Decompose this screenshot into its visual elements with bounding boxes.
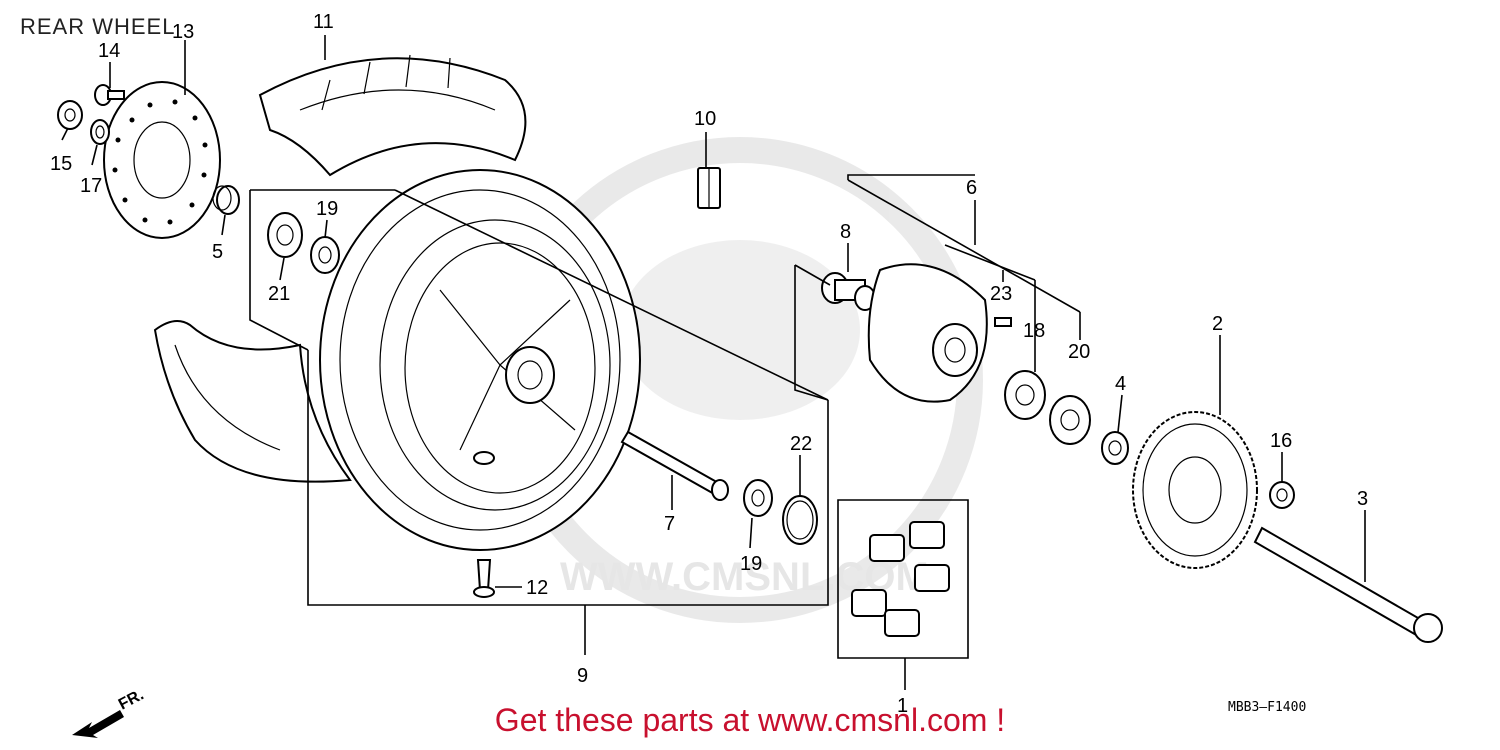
axle-sleeve-7 bbox=[620, 430, 729, 501]
collar-5 bbox=[212, 185, 240, 215]
callout-2: 2 bbox=[1212, 313, 1223, 335]
callout-22: 22 bbox=[790, 433, 812, 455]
damper-rubbers bbox=[851, 521, 950, 637]
callout-13: 13 bbox=[172, 21, 194, 43]
valve-12 bbox=[473, 559, 495, 598]
axle bbox=[1253, 526, 1443, 643]
washer-17 bbox=[90, 119, 110, 145]
footer-link-text[interactable]: Get these parts at www.cmsnl.com ! bbox=[494, 702, 1006, 738]
seal-19-lower bbox=[743, 479, 773, 517]
callout-7: 7 bbox=[664, 513, 675, 535]
collar-4 bbox=[1101, 431, 1129, 465]
callout-10: 10 bbox=[694, 108, 716, 130]
nut-15 bbox=[57, 100, 83, 130]
callout-21: 21 bbox=[268, 283, 290, 305]
bearing-20 bbox=[1049, 395, 1091, 445]
callout-8: 8 bbox=[840, 221, 851, 243]
callout-19-lower: 19 bbox=[740, 553, 762, 575]
wheel-rim bbox=[319, 169, 641, 551]
callout-11: 11 bbox=[313, 11, 334, 33]
callout-18: 18 bbox=[1023, 320, 1045, 342]
tire-upper bbox=[258, 54, 527, 177]
hub-flange bbox=[867, 263, 1012, 403]
nut-16 bbox=[1269, 481, 1295, 509]
callout-20: 20 bbox=[1068, 341, 1090, 363]
callout-16: 16 bbox=[1270, 430, 1292, 452]
bolt-14 bbox=[94, 84, 125, 106]
callout-3: 3 bbox=[1357, 488, 1368, 510]
sprocket bbox=[1132, 411, 1258, 569]
callout-12: 12 bbox=[526, 577, 548, 599]
seal-19-upper bbox=[310, 236, 340, 274]
callout-19-upper: 19 bbox=[316, 198, 338, 220]
callout-1: 1 bbox=[897, 695, 908, 717]
brake-disc bbox=[103, 81, 221, 239]
bearing-21 bbox=[267, 212, 303, 258]
o-ring-22 bbox=[782, 495, 818, 545]
callout-labels: 1 2 3 4 5 6 7 8 9 10 11 12 13 14 15 16 1… bbox=[50, 11, 1368, 717]
callout-15: 15 bbox=[50, 153, 72, 175]
bearing-18 bbox=[1004, 370, 1046, 420]
diagram-code: MBB3—F1400 bbox=[1228, 700, 1307, 715]
leader-lines bbox=[61, 35, 1366, 690]
clip-10 bbox=[697, 167, 721, 209]
diagram-title: REAR WHEEL bbox=[20, 14, 176, 39]
callout-9: 9 bbox=[577, 665, 588, 687]
callout-17: 17 bbox=[80, 175, 102, 197]
front-arrow-icon: FR. bbox=[72, 686, 147, 738]
callout-14: 14 bbox=[98, 40, 120, 62]
callout-4: 4 bbox=[1115, 373, 1126, 395]
callout-6: 6 bbox=[966, 177, 977, 199]
callout-23: 23 bbox=[990, 283, 1012, 305]
tire-lower bbox=[153, 320, 352, 483]
callout-5: 5 bbox=[212, 241, 223, 263]
collar-8 bbox=[821, 272, 876, 311]
